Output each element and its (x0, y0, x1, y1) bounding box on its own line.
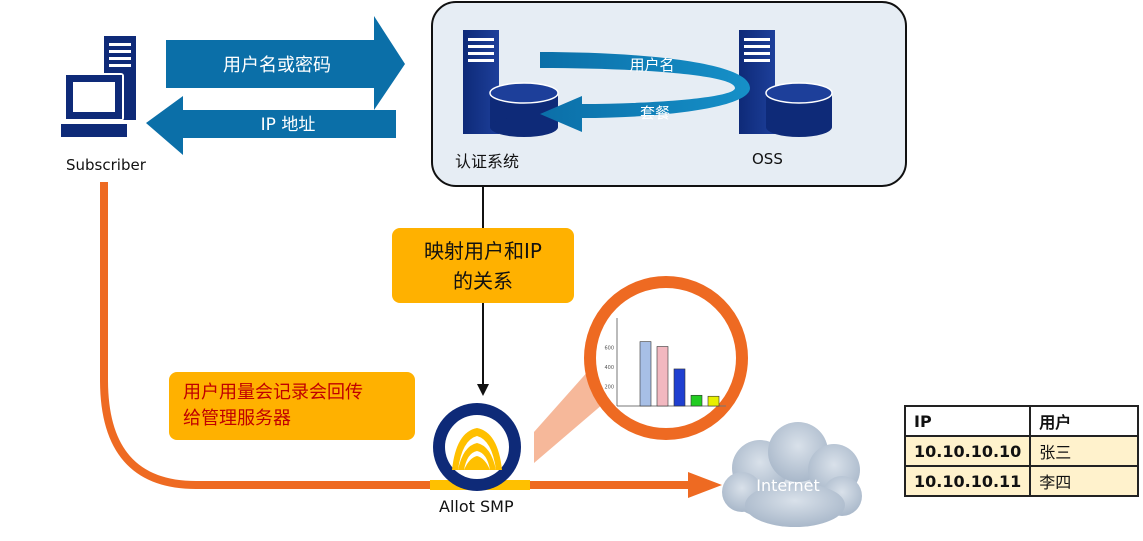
table-row: 10.10.10.11 李四 (903, 465, 1139, 497)
auth-server-icon (463, 30, 559, 137)
request-arrow (166, 16, 405, 110)
oss-server-icon (739, 30, 833, 137)
auth-system-label: 认证系统 (455, 152, 520, 171)
ip-user-table: IP 用户 10.10.10.10 张三 10.10.10.11 李四 (903, 405, 1139, 497)
traffic-path (100, 182, 692, 489)
mini-chart-tick-label: 200 (604, 385, 614, 391)
table-header-user: 用户 (1029, 405, 1139, 437)
mini-chart-tick-label: 600 (604, 346, 614, 352)
oss-label: OSS (752, 150, 783, 168)
panel-to-smp-arrowhead (477, 384, 489, 396)
table-row: 10.10.10.10 张三 (903, 435, 1139, 467)
table-cell-ip: 10.10.10.10 (903, 435, 1032, 467)
table-header-ip: IP (903, 405, 1032, 437)
table-cell-user: 张三 (1029, 435, 1139, 467)
mini-chart-bar (639, 341, 652, 407)
mapping-callout-line-1: 映射用户和IP (424, 239, 542, 263)
allot-smp-icon (433, 403, 521, 491)
mini-chart-tick-label: 400 (604, 365, 614, 371)
response-arrow (146, 96, 396, 155)
usage-callout-line-2: 给管理服务器 (183, 408, 291, 429)
mapping-callout: 映射用户和IP 的关系 (392, 228, 574, 303)
table-cell-ip: 10.10.10.11 (903, 465, 1032, 497)
response-arrow-label: IP 地址 (261, 115, 316, 135)
mini-chart: 600 400 200 (604, 318, 726, 407)
subscriber-label: Subscriber (66, 156, 146, 174)
request-arrow-label: 用户名或密码 (223, 55, 331, 76)
traffic-arrowhead (688, 472, 722, 498)
table-header-row: IP 用户 (903, 405, 1139, 437)
usage-callout-line-1: 用户用量会记录会回传 (183, 382, 363, 403)
exchange-arc-arrow (540, 52, 750, 132)
table-cell-user: 李四 (1029, 465, 1139, 497)
mini-chart-bar (690, 394, 703, 407)
username-flow-label: 用户名 (629, 56, 674, 74)
mapping-callout-line-2: 的关系 (453, 269, 513, 293)
mini-chart-bar (707, 395, 720, 407)
internet-cloud-icon (722, 422, 862, 527)
internet-label: Internet (756, 476, 820, 495)
auth-panel (431, 1, 907, 187)
usage-callout: 用户用量会记录会回传 给管理服务器 (169, 372, 415, 440)
subscriber-computer-icon (61, 36, 136, 137)
mini-chart-bar (656, 346, 669, 407)
smp-label: Allot SMP (439, 497, 514, 516)
mini-chart-bar (673, 368, 686, 407)
plan-flow-label: 套餐 (640, 104, 670, 122)
